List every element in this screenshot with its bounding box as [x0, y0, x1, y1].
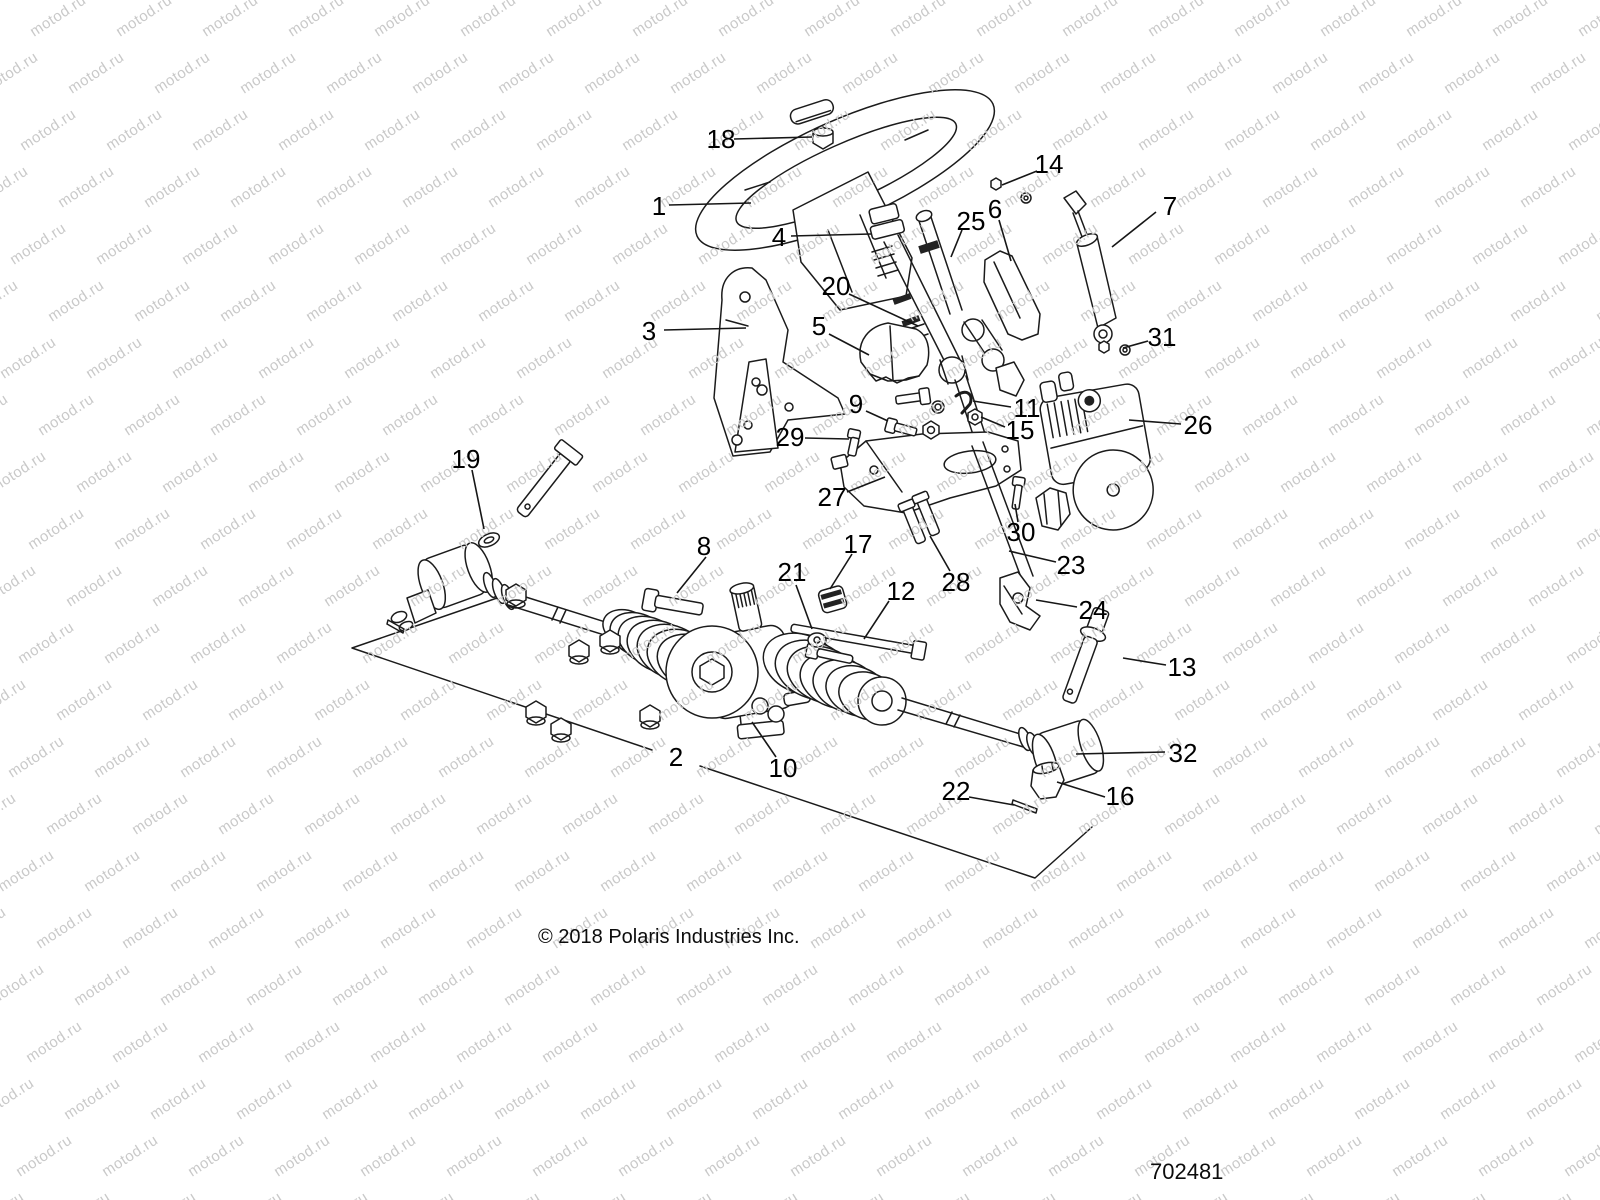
callout-label-4: 4	[772, 222, 786, 252]
leader-line-9	[865, 410, 889, 422]
leader-line-11	[972, 400, 1012, 408]
spacer-art	[868, 202, 906, 240]
callout-label-2: 2	[669, 742, 683, 772]
leader-line-6	[998, 219, 1012, 262]
callout-label-9: 9	[849, 389, 863, 419]
intermediate-shaft-art	[915, 209, 1025, 397]
leader-line-19	[471, 469, 485, 530]
callout-label-25: 25	[957, 206, 986, 236]
callout-label-30: 30	[1007, 517, 1036, 547]
bolt-13-art	[1062, 606, 1110, 704]
steering-wheel-art	[694, 89, 996, 311]
leader-line-7	[1111, 211, 1157, 248]
callout-label-24: 24	[1079, 595, 1108, 625]
lower-column-art	[971, 441, 1041, 631]
callout-label-21: 21	[778, 557, 807, 587]
callout-label-10: 10	[769, 753, 798, 783]
leader-line-15	[980, 416, 1006, 428]
leader-line-23	[1008, 550, 1057, 563]
callout-label-17: 17	[844, 529, 873, 559]
leader-line-31	[1122, 340, 1149, 349]
callout-label-23: 23	[1057, 550, 1086, 580]
leader-line-17	[829, 553, 853, 590]
callout-label-3: 3	[642, 316, 656, 346]
leader-line-32	[1075, 751, 1166, 755]
callout-label-12: 12	[887, 576, 916, 606]
callout-label-14: 14	[1035, 149, 1064, 179]
callout-label-27: 27	[818, 482, 847, 512]
leader-line-3	[663, 327, 747, 331]
leader-line-27	[846, 476, 886, 493]
ground-plane-outline	[351, 596, 1093, 879]
leader-line-13	[1122, 657, 1167, 666]
callout-label-18: 18	[707, 124, 736, 154]
leader-line-4	[790, 233, 872, 237]
callout-label-32: 32	[1169, 738, 1198, 768]
callout-label-8: 8	[697, 531, 711, 561]
leader-line-28	[929, 535, 951, 572]
leader-line-1	[668, 202, 752, 206]
diagram-art	[351, 89, 1154, 879]
leader-line-21	[795, 584, 813, 630]
callout-label-13: 13	[1168, 652, 1197, 682]
upper-shaft-art	[871, 234, 994, 463]
callout-label-7: 7	[1163, 191, 1177, 221]
wheel-cap-art	[789, 98, 835, 125]
leader-line-10	[751, 721, 777, 758]
callout-label-31: 31	[1148, 322, 1177, 352]
leader-line-16	[1056, 781, 1106, 798]
eps-unit-art	[1039, 371, 1154, 531]
leader-line-12	[863, 600, 890, 640]
trim-cover-art	[983, 250, 1041, 341]
callout-label-28: 28	[942, 567, 971, 597]
leader-line-5	[828, 333, 870, 356]
callout-label-22: 22	[942, 776, 971, 806]
leader-line-25	[950, 229, 963, 258]
leader-line-14	[1001, 170, 1038, 186]
callout-label-19: 19	[452, 444, 481, 474]
watermark-text: motod.ru	[0, 1189, 27, 1200]
callout-label-16: 16	[1106, 781, 1135, 811]
wheel-nut-art	[812, 126, 834, 150]
callout-label-6: 6	[988, 194, 1002, 224]
callout-label-29: 29	[776, 422, 805, 452]
leader-line-22	[968, 796, 1015, 806]
leader-line-24	[1035, 599, 1078, 608]
leader-line-29	[804, 437, 850, 440]
mid-fasteners-art	[846, 387, 1071, 545]
small-fasteners-art	[990, 177, 1131, 356]
callout-label-15: 15	[1006, 415, 1035, 445]
leader-line-26	[1128, 419, 1182, 425]
callout-label-20: 20	[822, 271, 851, 301]
leader-line-18	[733, 136, 813, 140]
callout-label-26: 26	[1184, 410, 1213, 440]
leader-line-8	[676, 556, 707, 594]
rack-assembly-art	[386, 439, 1110, 814]
leader-line-30	[1014, 503, 1019, 523]
callout-label-1: 1	[652, 191, 666, 221]
keps-nuts-art	[505, 583, 661, 743]
mount-bracket-art	[713, 267, 846, 457]
copyright-text: © 2018 Polaris Industries Inc.	[538, 926, 800, 948]
column-cover-art	[859, 322, 930, 384]
callout-label-5: 5	[812, 311, 826, 341]
damper-art	[1063, 190, 1117, 344]
leader-line-20	[848, 293, 919, 327]
diagram-number: 702481	[1150, 1159, 1223, 1184]
callout-label-11: 11	[1014, 393, 1041, 423]
